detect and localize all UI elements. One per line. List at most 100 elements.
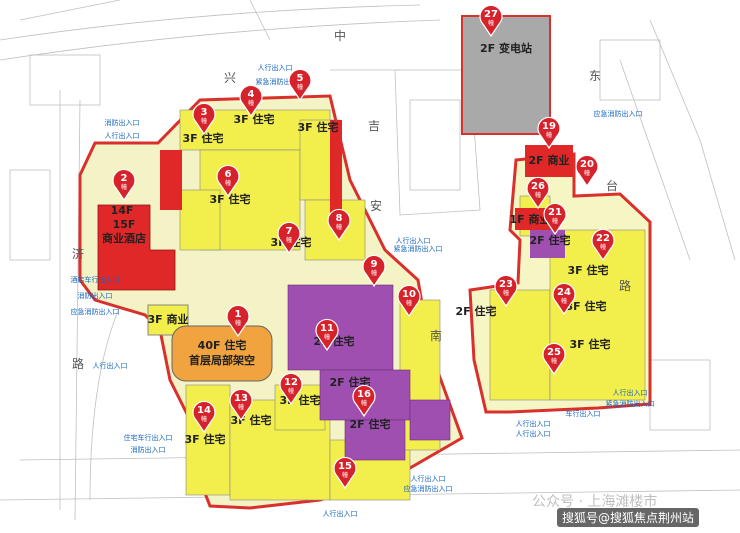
building-pin-13: 13幢 bbox=[229, 388, 253, 422]
building-pin-9: 9幢 bbox=[362, 254, 386, 288]
entrance-12: 人行出入口 bbox=[411, 474, 446, 483]
pin-number: 16 bbox=[357, 389, 371, 400]
road-char-4: 安 bbox=[370, 198, 382, 213]
pin-unit: 幢 bbox=[552, 217, 558, 225]
road-char-8: 济 bbox=[72, 246, 84, 261]
pin-marker-icon bbox=[575, 154, 599, 188]
building-pin-16: 16幢 bbox=[352, 384, 376, 418]
block-5-label: 3F 住宅 bbox=[298, 120, 339, 134]
block-25-label: 3F 住宅 bbox=[570, 337, 611, 351]
block-4-label: 3F 住宅 bbox=[234, 112, 275, 126]
entrance-19: 人行出入口 bbox=[613, 388, 648, 397]
pin-marker-icon bbox=[216, 164, 240, 198]
pin-number: 10 bbox=[402, 289, 416, 300]
pin-marker-icon bbox=[542, 342, 566, 376]
building-pin-10: 10幢 bbox=[397, 284, 421, 318]
pin-number: 26 bbox=[531, 181, 545, 192]
pin-marker-icon bbox=[352, 384, 376, 418]
pin-unit: 幢 bbox=[235, 319, 241, 327]
pin-unit: 幢 bbox=[201, 415, 207, 423]
building-pin-6: 6幢 bbox=[216, 164, 240, 198]
entrance-2: 紧急消防出入口 bbox=[256, 77, 305, 86]
pin-number: 1 bbox=[235, 309, 242, 320]
pin-unit: 幢 bbox=[324, 333, 330, 341]
pin-number: 5 bbox=[297, 73, 304, 84]
building-pin-8: 8幢 bbox=[327, 208, 351, 242]
pin-number: 9 bbox=[371, 259, 378, 270]
pin-marker-icon bbox=[479, 4, 503, 38]
entrance-6: 消防出入口 bbox=[78, 291, 113, 300]
pin-marker-icon bbox=[537, 116, 561, 150]
tower-40f-block bbox=[171, 325, 273, 382]
pin-unit: 幢 bbox=[584, 169, 590, 177]
entrance-1: 人行出入口 bbox=[258, 63, 293, 72]
pin-unit: 幢 bbox=[342, 471, 348, 479]
commercial-3f-label: 3F 商业 bbox=[148, 312, 189, 326]
substation-label: 2F 变电站 bbox=[480, 41, 532, 55]
entrance-15: 紧急消防出入口 bbox=[394, 244, 443, 253]
pin-marker-icon bbox=[362, 254, 386, 288]
pin-number: 19 bbox=[542, 121, 556, 132]
building-pin-14: 14幢 bbox=[192, 400, 216, 434]
pin-marker-icon bbox=[543, 202, 567, 236]
entrance-20: 紧急消防出入口 bbox=[606, 399, 655, 408]
block-6-label: 3F 住宅 bbox=[210, 192, 251, 206]
pin-marker-icon bbox=[315, 318, 339, 352]
building-pin-25: 25幢 bbox=[542, 342, 566, 376]
road-char-2: 兴 bbox=[224, 71, 236, 85]
watermark-sohu: 搜狐号@搜狐焦点荆州站 bbox=[557, 508, 700, 527]
pin-unit: 幢 bbox=[371, 269, 377, 277]
hotel-block bbox=[97, 204, 176, 291]
road-char-9: 南 bbox=[430, 328, 442, 343]
pin-unit: 幢 bbox=[406, 299, 412, 307]
pin-marker-icon bbox=[192, 400, 216, 434]
substation-block bbox=[461, 15, 551, 135]
block-2-floors-15: 15F bbox=[113, 218, 136, 231]
pin-unit: 幢 bbox=[551, 357, 557, 365]
block-3-label: 3F 住宅 bbox=[183, 131, 224, 145]
entrance-14: 人行出入口 bbox=[323, 509, 358, 518]
pin-unit: 幢 bbox=[361, 399, 367, 407]
building-pin-22: 22幢 bbox=[591, 228, 615, 262]
block-19-label: 2F 商业 bbox=[529, 153, 570, 167]
pin-marker-icon bbox=[192, 102, 216, 136]
pin-number: 3 bbox=[201, 107, 208, 118]
building-pin-20: 20幢 bbox=[575, 154, 599, 188]
pin-number: 20 bbox=[580, 159, 594, 170]
red-strip-2 bbox=[330, 120, 342, 220]
pin-unit: 幢 bbox=[238, 403, 244, 411]
building-pin-21: 21幢 bbox=[543, 202, 567, 236]
pin-number: 4 bbox=[248, 89, 255, 100]
pin-unit: 幢 bbox=[248, 99, 254, 107]
pin-marker-icon bbox=[333, 456, 357, 490]
watermark-wechat: 公众号 · 上海滩楼市 bbox=[532, 494, 658, 510]
entrance-3: 消防出入口 bbox=[105, 118, 140, 127]
pin-unit: 幢 bbox=[561, 297, 567, 305]
pin-marker-icon bbox=[226, 304, 250, 338]
road-char-3: 吉 bbox=[368, 119, 380, 133]
pin-unit: 幢 bbox=[336, 223, 342, 231]
pin-number: 7 bbox=[286, 226, 293, 237]
building-pin-11: 11幢 bbox=[315, 318, 339, 352]
building-pin-7: 7幢 bbox=[277, 221, 301, 255]
entrance-16: 应急消防出入口 bbox=[594, 109, 643, 118]
building-pin-2: 2幢 bbox=[112, 168, 136, 202]
pin-unit: 幢 bbox=[201, 117, 207, 125]
block-21r-label: 2F 住宅 bbox=[530, 233, 571, 247]
pin-unit: 幢 bbox=[225, 179, 231, 187]
entrance-10: 消防出入口 bbox=[131, 445, 166, 454]
building-pin-26: 26幢 bbox=[526, 176, 550, 210]
pin-number: 22 bbox=[596, 233, 610, 244]
entrance-13: 应急消防出入口 bbox=[404, 484, 453, 493]
pin-number: 21 bbox=[548, 207, 562, 218]
block-24-label: 3F 住宅 bbox=[566, 299, 607, 313]
pin-unit: 幢 bbox=[535, 191, 541, 199]
building-pin-12: 12幢 bbox=[279, 372, 303, 406]
pin-marker-icon bbox=[552, 282, 576, 316]
pin-unit: 幢 bbox=[546, 131, 552, 139]
pin-number: 2 bbox=[121, 173, 128, 184]
pin-number: 14 bbox=[197, 405, 211, 416]
pin-marker-icon bbox=[526, 176, 550, 210]
